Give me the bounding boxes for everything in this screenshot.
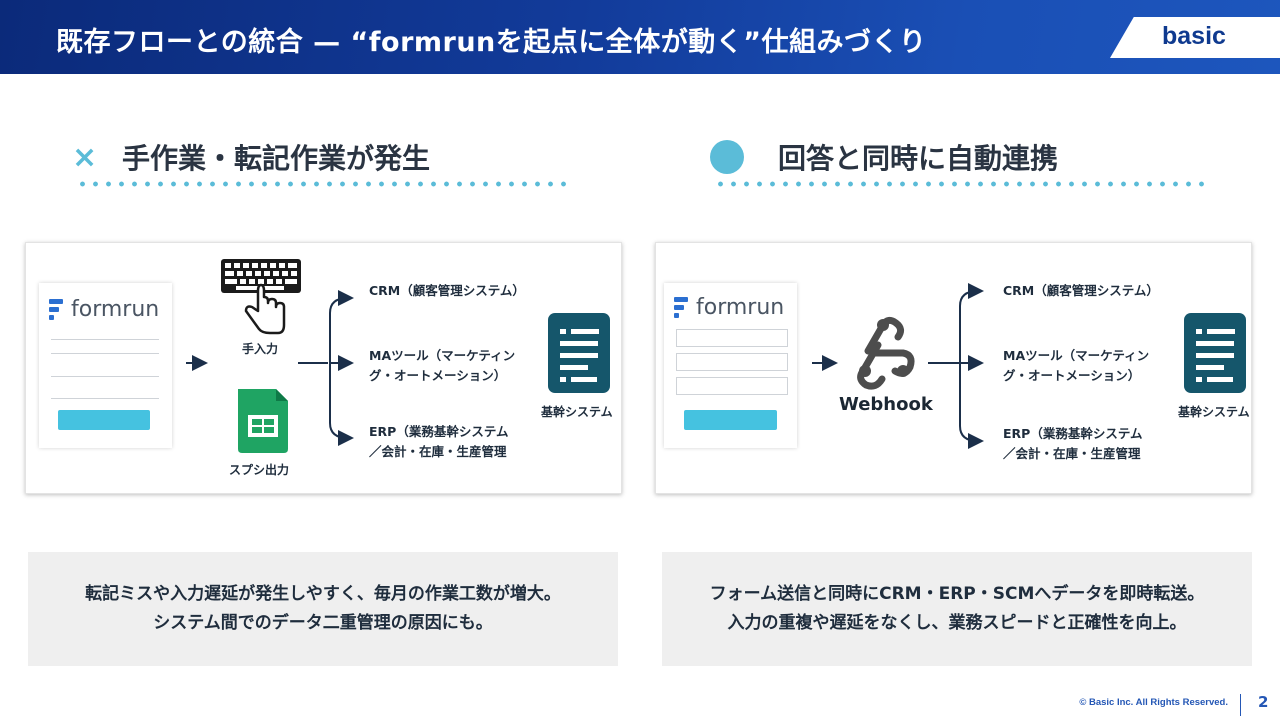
footer-divider [1240,694,1241,716]
left-dotted-divider [76,181,566,187]
manual-input-label: 手入力 [242,342,279,356]
form-mockup: formrun [664,283,797,448]
left-description-box: 転記ミスや入力遅延が発生しやすく、毎月の作業工数が増大。 システム間でのデータ二… [28,552,618,666]
left-heading-label: 手作業・転記作業が発生 [122,142,431,175]
header-bar: 既存フローとの統合 — “formrunを起点に全体が動く”仕組みづくり bas… [0,0,1280,74]
page-number: 2 [1258,693,1269,711]
formrun-wordmark: formrun [696,295,785,320]
brand-logo: basic [1162,22,1226,50]
left-heading: × 手作業・転記作業が発生 [72,135,430,179]
server-icon [548,313,610,393]
webhook-label: Webhook [839,394,933,415]
brand-logo-box: basic [1110,17,1280,58]
form-submit-button [58,410,150,430]
sheet-export-label: スプシ出力 [229,463,290,477]
form-submit-button [684,410,777,430]
right-diagram-graphics [812,283,1246,449]
slide-title: 既存フローとの統合 — “formrunを起点に全体が動く”仕組みづくり [56,27,927,58]
server-icon [1184,313,1246,393]
form-field [676,353,788,371]
form-line [51,376,159,377]
form-line [51,398,159,399]
form-line [51,339,159,340]
right-heading-label: 回答と同時に自動連携 [778,142,1059,175]
formrun-mark-icon [674,296,688,319]
destination-crm: CRM（顧客管理システム） [369,283,525,298]
form-line [51,353,159,354]
formrun-mark-icon [49,298,63,321]
left-description-line: 転記ミスや入力遅延が発生しやすく、毎月の作業工数が増大。 [85,584,561,604]
branch-arrows [298,290,354,446]
copyright-text: © Basic Inc. All Rights Reserved. [1079,697,1228,708]
form-field [676,377,788,395]
right-diagram-panel: formrun [655,242,1252,494]
formrun-wordmark: formrun [71,297,160,322]
pointer-hand-icon [244,283,286,335]
right-heading: 回答と同時に自動連携 [710,135,1058,179]
right-dotted-divider [714,181,1204,187]
right-description-line: 入力の重複や遅延をなくし、業務スピードと正確性を向上。 [727,613,1187,633]
cross-icon: × [72,139,98,175]
core-system-label: 基幹システム [541,405,613,419]
destination-ma: MAツール（マーケティン グ・オートメーション） [1003,348,1150,383]
core-system-label: 基幹システム [1178,405,1250,419]
left-diagram-graphics [186,259,610,453]
circle-icon [710,140,744,174]
right-description-line: フォーム送信と同時にCRM・ERP・SCMへデータを即時転送。 [709,584,1205,604]
webhook-nodes [859,319,909,377]
right-description-box: フォーム送信と同時にCRM・ERP・SCMへデータを即時転送。 入力の重複や遅延… [662,552,1252,666]
destination-erp: ERP（業務基幹システム ／会計・在庫・生産管理 [369,424,509,459]
destination-crm: CRM（顧客管理システム） [1003,283,1159,298]
branch-arrows [928,283,984,449]
spreadsheet-icon [238,389,288,453]
form-mockup: formrun [39,283,172,448]
form-field [676,329,788,347]
formrun-logo: formrun [49,297,159,322]
destination-ma: MAツール（マーケティン グ・オートメーション） [369,348,516,383]
keyboard-icon [221,259,301,293]
destination-erp: ERP（業務基幹システム ／会計・在庫・生産管理 [1003,426,1143,461]
left-diagram-panel: formrun [25,242,622,494]
left-description-line: システム間でのデータ二重管理の原因にも。 [153,613,493,633]
formrun-logo: formrun [674,295,784,320]
